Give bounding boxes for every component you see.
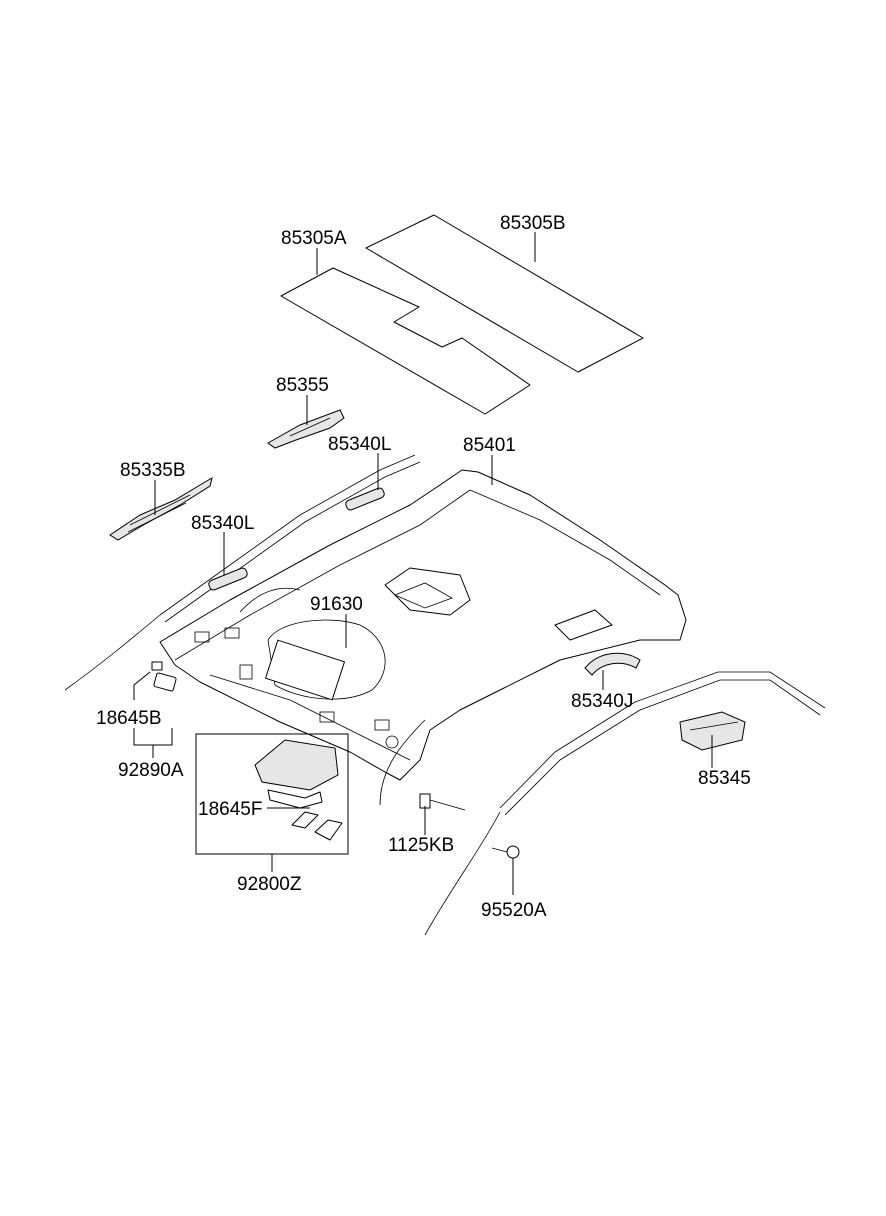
label-85340L-left: 85340L bbox=[191, 513, 254, 534]
curtain-airbag-right bbox=[424, 671, 826, 936]
label-18645B: 18645B bbox=[96, 708, 162, 729]
label-91630: 91630 bbox=[310, 594, 363, 615]
box-92800Z bbox=[195, 733, 349, 855]
label-85340L-top: 85340L bbox=[328, 434, 391, 455]
label-85345: 85345 bbox=[698, 768, 751, 789]
roof-pad-front bbox=[280, 267, 531, 415]
label-85335B: 85335B bbox=[120, 460, 186, 481]
bracket-85345 bbox=[679, 711, 746, 751]
label-95520A: 95520A bbox=[481, 900, 547, 921]
bolt-1125KB bbox=[419, 793, 466, 811]
sensor-95520A bbox=[491, 845, 520, 859]
assist-handle-85340J bbox=[584, 652, 641, 676]
bracket-85335B bbox=[109, 476, 213, 541]
roof-pad-rear bbox=[365, 214, 644, 373]
label-85305B: 85305B bbox=[500, 213, 566, 234]
label-1125KB: 1125KB bbox=[388, 835, 454, 856]
label-85355: 85355 bbox=[276, 375, 329, 396]
label-85401: 85401 bbox=[463, 435, 516, 456]
label-92800Z: 92800Z bbox=[237, 874, 302, 895]
label-92890A: 92890A bbox=[118, 760, 184, 781]
label-18645F: 18645F bbox=[198, 799, 262, 820]
lamp-18645B bbox=[151, 661, 177, 692]
assist-handle-top bbox=[345, 487, 385, 511]
label-85305A: 85305A bbox=[281, 228, 347, 249]
assist-handle-left bbox=[208, 567, 248, 591]
headlining-panel bbox=[159, 469, 687, 806]
label-85340J: 85340J bbox=[571, 691, 633, 712]
leader-lines bbox=[133, 232, 713, 895]
